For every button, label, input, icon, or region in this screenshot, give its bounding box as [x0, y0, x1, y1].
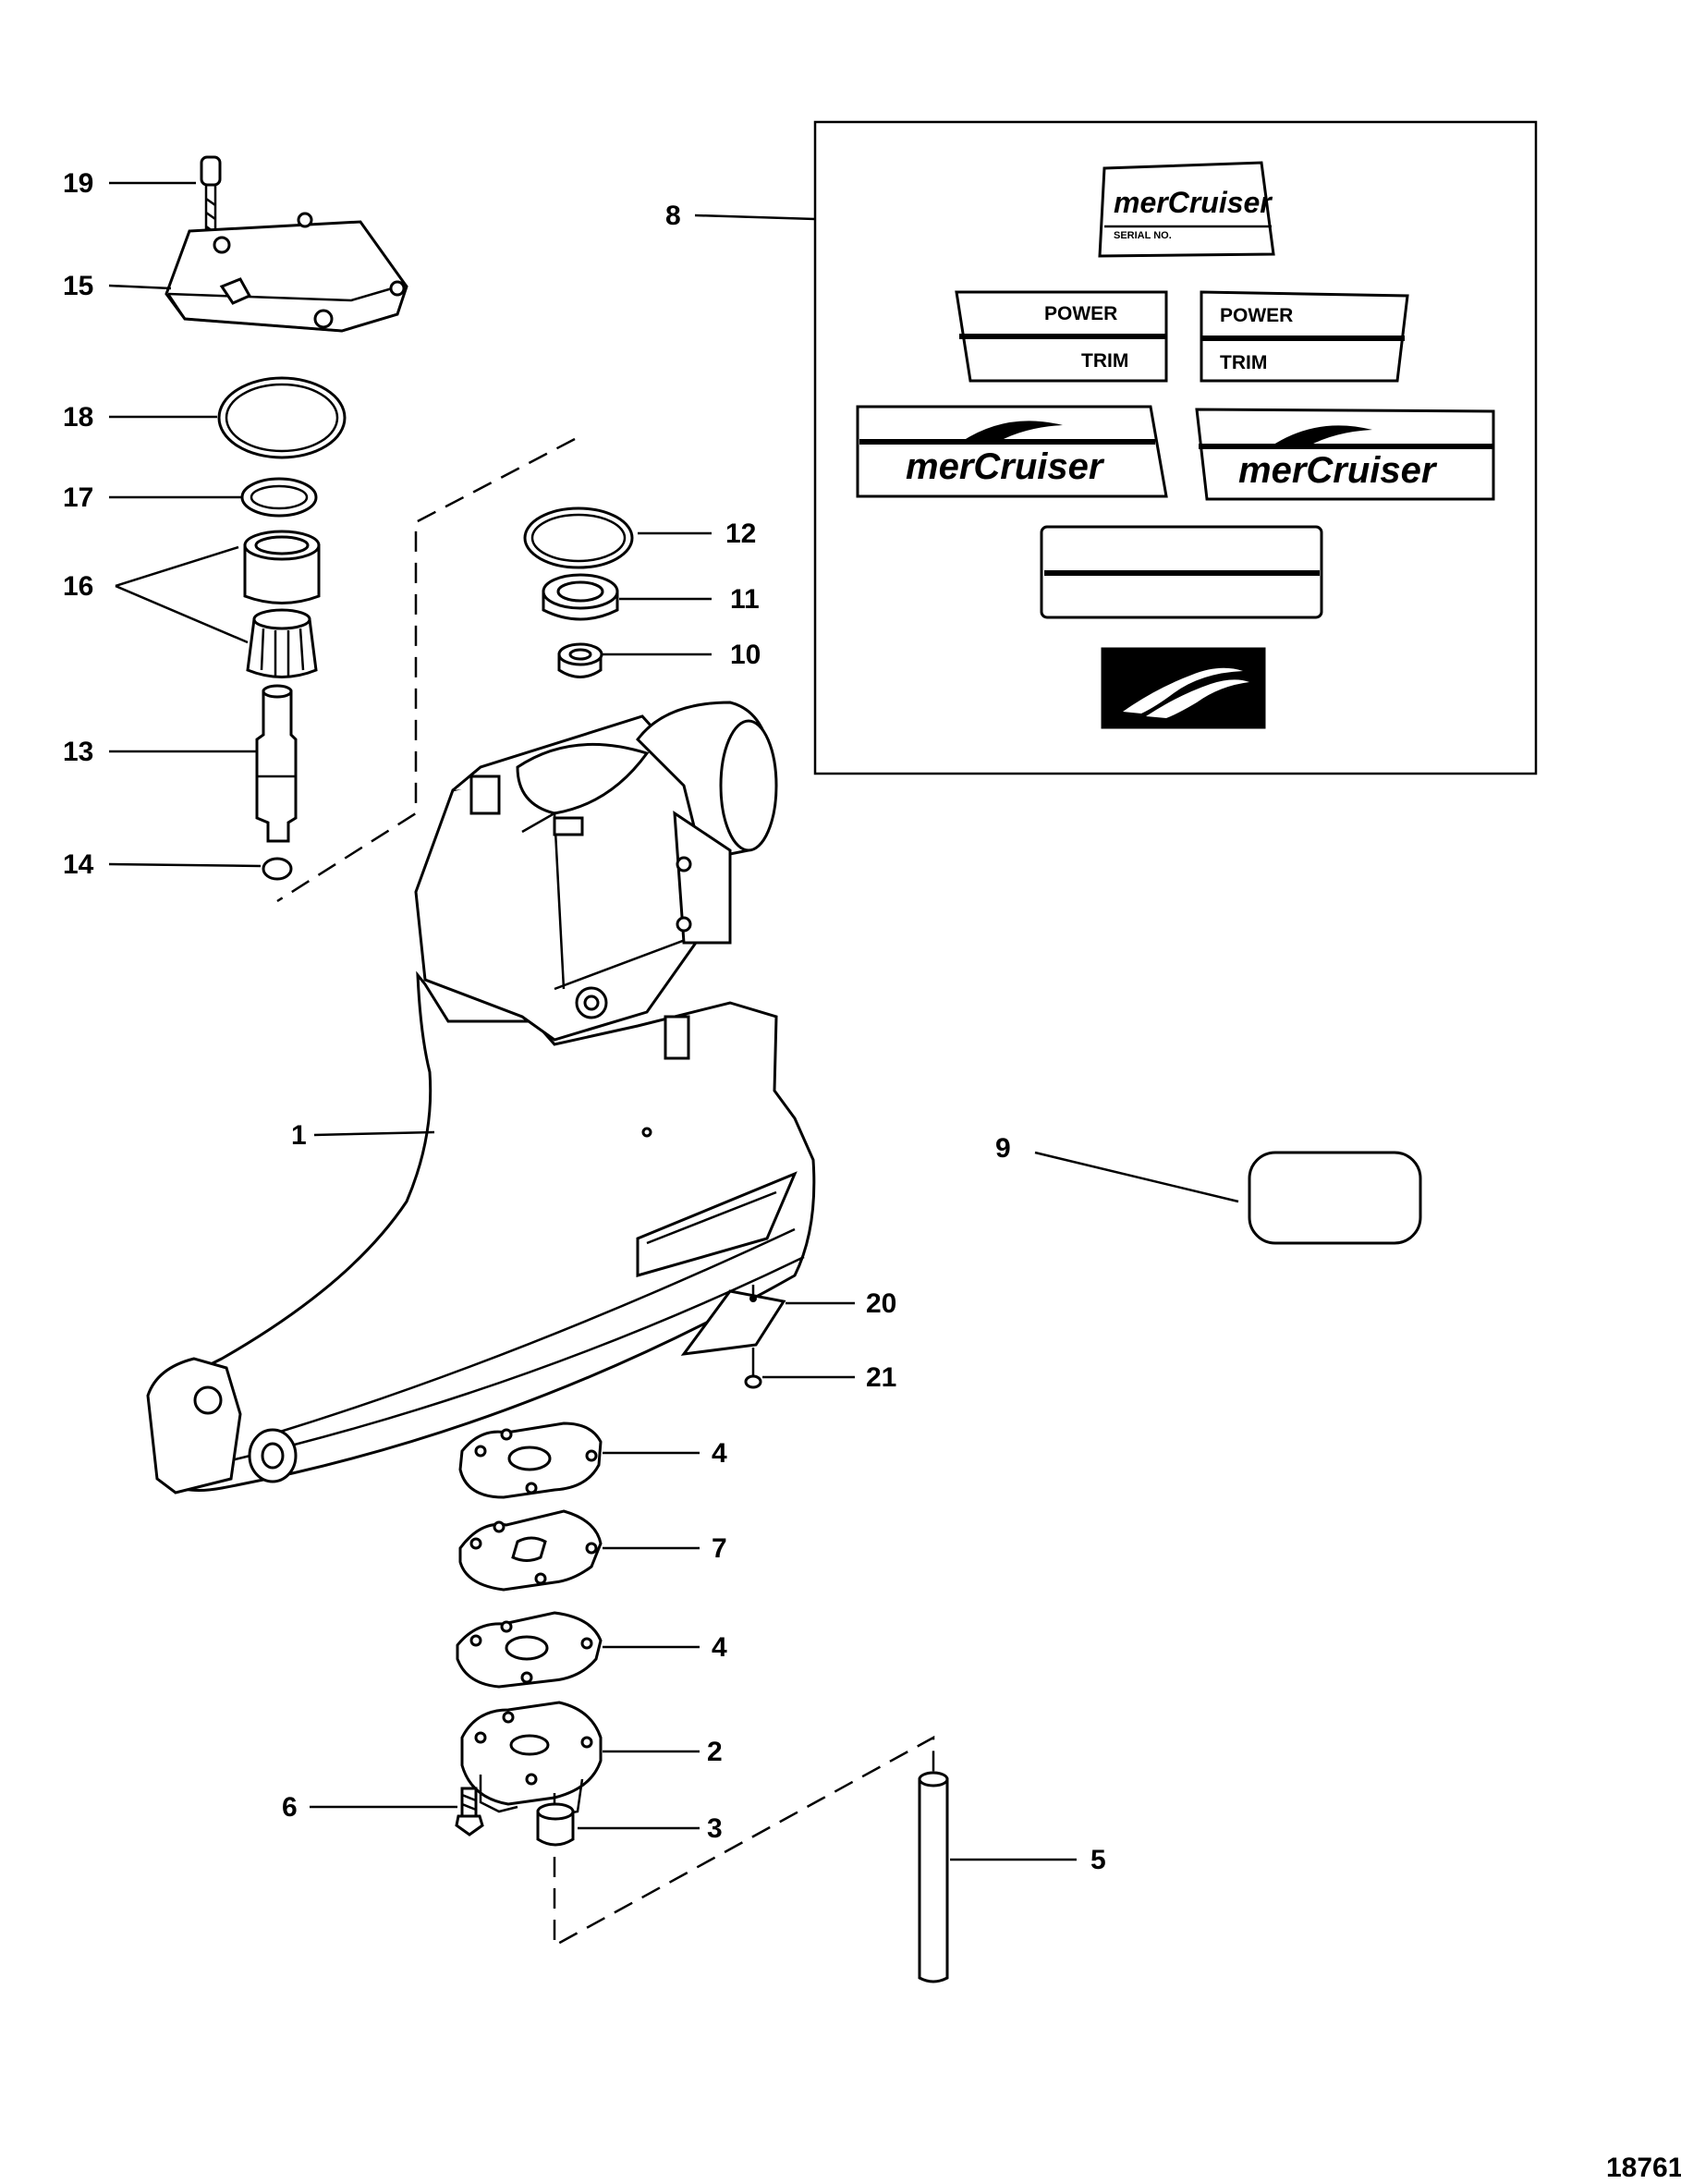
callout-6: 6	[282, 1792, 298, 1823]
callout-15: 15	[63, 271, 93, 301]
callout-4-lower: 4	[712, 1632, 727, 1663]
decal-box	[813, 120, 1538, 775]
leader-lines	[108, 181, 1239, 1861]
callout-14: 14	[63, 849, 94, 880]
cover-15	[164, 212, 408, 333]
trim-label-right: TRIM	[1220, 352, 1267, 373]
callout-19: 19	[63, 168, 93, 199]
decal-set: merCruiser SERIAL NO. POWER TRIM POWER T…	[813, 120, 1538, 775]
power-label-right: POWER	[1220, 305, 1293, 326]
callout-12: 12	[725, 519, 756, 549]
bearing-cup-16	[243, 530, 321, 604]
callout-8: 8	[665, 201, 681, 231]
callout-21: 21	[866, 1362, 896, 1393]
sleeve-3	[536, 1802, 575, 1847]
callout-16: 16	[63, 571, 93, 602]
assembly-line-upper	[276, 437, 576, 903]
plate-20	[680, 1289, 786, 1356]
callout-2: 2	[707, 1737, 723, 1767]
callouts: 19 15 18 17 16 13 14 12 11 10 8 1 9 20 2…	[63, 168, 1106, 1875]
stripe-decal	[1040, 525, 1323, 619]
shaft-13	[255, 684, 298, 843]
screw-6	[455, 1787, 484, 1836]
seal-11	[542, 573, 619, 621]
drive-housing	[146, 701, 816, 1495]
pump-body-2	[460, 1701, 603, 1818]
screw-21	[744, 1359, 762, 1389]
plate-9	[1248, 1151, 1422, 1245]
gasket-4-lower	[456, 1611, 603, 1689]
callout-10: 10	[730, 640, 761, 670]
power-trim-decal-right: POWER TRIM	[1200, 290, 1409, 383]
callout-7: 7	[712, 1533, 727, 1564]
callout-5: 5	[1090, 1845, 1106, 1875]
bearing-cone-16	[246, 608, 318, 678]
callout-11: 11	[730, 584, 760, 615]
brand-decal-left-text: merCruiser	[906, 446, 1105, 487]
callout-4-upper: 4	[712, 1438, 727, 1469]
gasket-4-upper	[458, 1421, 603, 1499]
brand-decal-right-text: merCruiser	[1238, 450, 1438, 491]
callout-20: 20	[866, 1288, 896, 1319]
callout-9: 9	[995, 1133, 1011, 1164]
serial-plate-text: SERIAL NO.	[1114, 230, 1172, 241]
seal-10	[557, 642, 603, 678]
assembly-line-lower	[553, 1735, 935, 1948]
power-trim-decal-left: POWER TRIM	[955, 290, 1168, 383]
oring-12	[523, 506, 634, 569]
ring-17	[240, 477, 318, 518]
trim-label-left: TRIM	[1081, 350, 1128, 372]
power-label-left: POWER	[1044, 303, 1117, 324]
serial-plate: merCruiser SERIAL NO.	[1098, 161, 1275, 258]
ring-14	[262, 857, 293, 881]
serial-plate-brand: merCruiser	[1114, 186, 1273, 219]
callout-17: 17	[63, 482, 93, 513]
brand-decal-left: merCruiser	[856, 405, 1168, 498]
tube-5	[918, 1771, 949, 1983]
plate-7	[458, 1509, 603, 1592]
brand-decal-right: merCruiser	[1195, 408, 1495, 501]
callout-13: 13	[63, 737, 93, 767]
callout-1: 1	[291, 1120, 307, 1151]
callout-18: 18	[63, 402, 93, 433]
oring-18	[217, 376, 347, 459]
diagram-id: 18761	[1606, 2153, 1681, 2183]
callout-3: 3	[707, 1813, 723, 1844]
logo-square	[1101, 647, 1266, 729]
